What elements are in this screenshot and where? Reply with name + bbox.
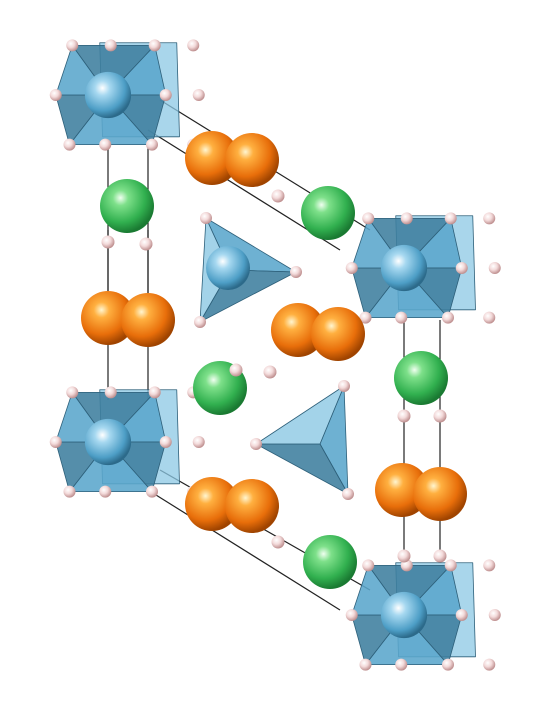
- octahedron-mid-right-hydrogen-atom: [395, 311, 408, 324]
- octahedron-mid-right-center-atom: [380, 244, 428, 292]
- octahedron-mid-left-hydrogen-atom: [63, 485, 76, 498]
- octahedron-mid-right-hydrogen-atom: [444, 212, 457, 225]
- octahedron-bottom-right-hydrogen-atom: [395, 658, 408, 671]
- octahedron-bottom-right-hydrogen-atom: [483, 559, 496, 572]
- octahedron-top-left-center-atom: [84, 71, 132, 119]
- octahedron-mid-right-hydrogen-atom: [442, 311, 454, 324]
- octahedron-mid-right-hydrogen-atom: [362, 212, 375, 225]
- octahedron-mid-right-hydrogen-atom: [400, 212, 413, 225]
- tetrahedron-lower-hydrogen-atom: [342, 488, 354, 500]
- octahedron-bottom-right-hydrogen-atom: [488, 609, 501, 621]
- orange-atom: [311, 307, 365, 361]
- octahedron-mid-left-hydrogen-atom: [146, 485, 158, 498]
- octahedron-top-left-hydrogen-atom: [99, 138, 112, 151]
- octahedron-bottom-right-hydrogen-atom: [345, 609, 358, 621]
- octahedron-mid-left-hydrogen-atom: [66, 386, 79, 399]
- octahedron-bottom-right-hydrogen-atom: [444, 559, 457, 572]
- octahedron-top-left-hydrogen-atom: [63, 138, 76, 151]
- octahedron-top-left-hydrogen-atom: [146, 138, 158, 151]
- octahedron-mid-right-hydrogen-atom: [359, 311, 372, 324]
- hydrogen-atom: [101, 235, 115, 249]
- octahedron-bottom-right-hydrogen-atom: [362, 559, 375, 572]
- hydrogen-atom: [139, 237, 153, 251]
- green-atom: [100, 179, 154, 233]
- octahedron-mid-right-hydrogen-atom: [483, 212, 496, 225]
- octahedron-top-left-hydrogen-atom: [66, 39, 79, 52]
- hydrogen-atom: [229, 363, 243, 377]
- octahedron-mid-left-hydrogen-atom: [148, 386, 161, 399]
- tetrahedron-lower-hydrogen-atom: [250, 438, 262, 450]
- octahedron-bottom-right-hydrogen-atom: [455, 609, 468, 621]
- orange-atom: [271, 303, 325, 357]
- octahedron-mid-left-hydrogen-atom: [104, 386, 117, 399]
- green-atom: [303, 535, 357, 589]
- octahedron-mid-right-hydrogen-atom: [455, 262, 468, 274]
- hydrogen-atom: [263, 365, 277, 379]
- octahedron-mid-left-hydrogen-atom: [192, 436, 205, 448]
- octahedron-mid-left-hydrogen-atom: [99, 485, 112, 498]
- octahedron-mid-left-hydrogen-atom: [159, 436, 172, 448]
- cell-edge-line: [147, 489, 341, 611]
- hydrogen-atom: [271, 189, 285, 203]
- hydrogen-atom: [433, 409, 447, 423]
- octahedron-top-left-hydrogen-atom: [148, 39, 161, 52]
- octahedron-bottom-right-hydrogen-atom: [483, 658, 496, 671]
- orange-atom: [121, 293, 175, 347]
- octahedron-bottom-right-center-atom: [380, 591, 428, 639]
- octahedron-top-left-hydrogen-atom: [104, 39, 117, 52]
- orange-atom: [225, 479, 279, 533]
- tetrahedron-lower-hydrogen-atom: [338, 380, 350, 392]
- octahedron-mid-right-hydrogen-atom: [345, 262, 358, 274]
- hydrogen-atom: [271, 535, 285, 549]
- octahedron-top-left-hydrogen-atom: [159, 89, 172, 101]
- orange-atom: [225, 133, 279, 187]
- tetrahedron-upper-hydrogen-atom: [194, 316, 206, 328]
- tetrahedron-lower-facet-c: [255, 385, 345, 445]
- orange-atom: [185, 477, 239, 531]
- octahedron-bottom-right-hydrogen-atom: [442, 658, 454, 671]
- hydrogen-atom: [433, 549, 447, 563]
- octahedron-mid-left-center-atom: [84, 418, 132, 466]
- octahedron-mid-left-hydrogen-atom: [49, 436, 62, 448]
- orange-atom: [413, 467, 467, 521]
- octahedron-top-left-hydrogen-atom: [192, 89, 205, 101]
- hydrogen-atom: [397, 409, 411, 423]
- atoms-layer: [49, 39, 501, 671]
- octahedron-mid-right-hydrogen-atom: [488, 262, 501, 274]
- green-atom: [301, 186, 355, 240]
- tetrahedron-upper-center-atom: [206, 246, 250, 290]
- hydrogen-atom: [397, 549, 411, 563]
- unit-cell-lines: [107, 99, 441, 611]
- octahedron-bottom-right-hydrogen-atom: [359, 658, 372, 671]
- octahedron-top-left-hydrogen-atom: [49, 89, 62, 101]
- tetrahedron-upper-hydrogen-atom: [290, 266, 302, 278]
- tetrahedron-upper-hydrogen-atom: [200, 212, 212, 224]
- orange-atom: [185, 131, 239, 185]
- orange-atom: [81, 291, 135, 345]
- octahedron-mid-right-hydrogen-atom: [483, 311, 496, 324]
- green-atom: [394, 351, 448, 405]
- octahedron-top-left-hydrogen-atom: [187, 39, 200, 52]
